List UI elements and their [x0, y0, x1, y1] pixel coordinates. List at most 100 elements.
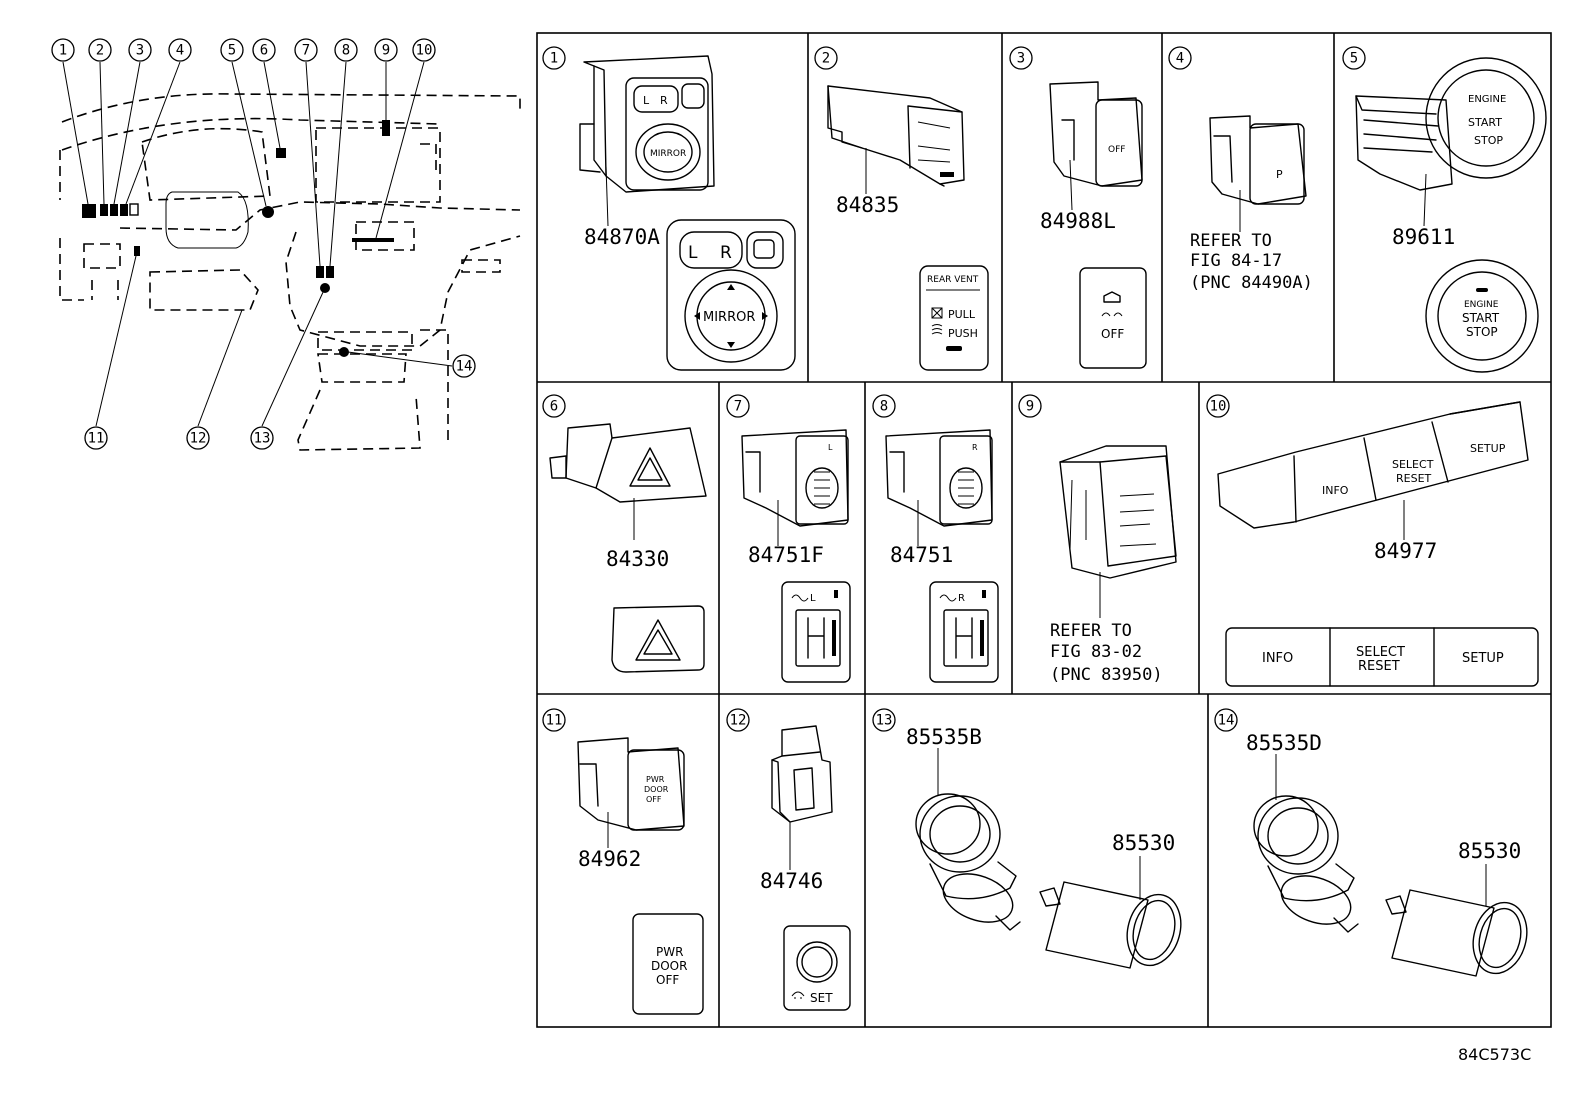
- panel-3-label-off: OFF: [1101, 327, 1124, 341]
- panel-10-mini-setup: SETUP: [1470, 442, 1506, 455]
- panel-index-5: 5: [1342, 46, 1366, 70]
- panel-11-mini-door: DOOR: [644, 785, 669, 794]
- overview-callout-12: 12: [186, 426, 210, 450]
- panel-2-label-pull: PULL: [948, 308, 976, 321]
- panel-1: L R MIRROR 84870A L R MIRROR: [579, 55, 796, 371]
- panel-11-mini-pwr: PWR: [646, 775, 665, 784]
- overview-callout-10: 10: [412, 38, 436, 62]
- panel-index-14: 14: [1214, 708, 1238, 732]
- panel-10-label-reset: RESET: [1358, 659, 1400, 674]
- panel-index-9-label: 9: [1026, 399, 1034, 415]
- panel-index-4-label: 4: [1176, 51, 1184, 67]
- overview-callout-1: 1: [51, 38, 75, 62]
- overview-callout-5: 5: [220, 38, 244, 62]
- panel-index-1-label: 1: [550, 51, 558, 67]
- panel-index-10-label: 10: [1210, 399, 1227, 415]
- overview-callout-11: 11: [84, 426, 108, 450]
- diagram-code: 84C573C: [1458, 1045, 1531, 1064]
- panel-5-label-engine: ENGINE: [1464, 300, 1499, 310]
- panel-index-9: 9: [1018, 394, 1042, 418]
- part-number-84835: 84835: [836, 193, 899, 217]
- panel-index-13: 13: [872, 708, 896, 732]
- part-number-84751: 84751: [890, 543, 953, 567]
- panel-12: 84746 SET: [760, 725, 851, 1011]
- panel-1-mini-l: L: [643, 94, 650, 107]
- panel-index-12-label: 12: [730, 713, 747, 729]
- overview-callout-7-label: 7: [302, 43, 310, 59]
- panel-index-2: 2: [814, 46, 838, 70]
- panel-index-4: 4: [1168, 46, 1192, 70]
- part-number-84962: 84962: [578, 847, 641, 871]
- panel-index-11: 11: [542, 708, 566, 732]
- part-number-84988L: 84988L: [1040, 209, 1116, 233]
- overview-callout-9: 9: [374, 38, 398, 62]
- panel-10-mini-select: SELECT: [1392, 458, 1434, 471]
- panel-7-label-side: L: [810, 593, 816, 604]
- part-number-84330: 84330: [606, 547, 669, 571]
- panel-6: 84330: [549, 423, 707, 673]
- panel-5-mini-engine: ENGINE: [1468, 94, 1506, 105]
- panel-index-2-label: 2: [822, 51, 830, 67]
- panel-5-mini-stop: STOP: [1474, 134, 1503, 147]
- part-number-84977: 84977: [1374, 539, 1437, 563]
- panel-11-label-pwr: PWR: [656, 945, 683, 959]
- panel-index-6: 6: [542, 394, 566, 418]
- panel-4-refer-line-1: REFER TO: [1190, 231, 1272, 251]
- panel-1-label-l: L: [688, 243, 698, 263]
- panel-4-mini-label: P: [1276, 168, 1283, 181]
- panel-9-refer-line-1: REFER TO: [1050, 621, 1132, 641]
- overview-callout-13: 13: [250, 426, 274, 450]
- panel-11-mini-off: OFF: [646, 795, 662, 804]
- panel-11: PWR DOOR OFF 84962 PWR DOOR OFF: [577, 737, 704, 1015]
- panel-1-label-mirror: MIRROR: [703, 310, 755, 325]
- overview-callout-7: 7: [294, 38, 318, 62]
- overview-callout-3: 3: [128, 38, 152, 62]
- panel-index-8: 8: [872, 394, 896, 418]
- panel-index-1: 1: [542, 46, 566, 70]
- part-number-85535D: 85535D: [1246, 731, 1322, 755]
- panel-10: INFO SELECT RESET SETUP 84977 INFO SELEC…: [1217, 401, 1539, 687]
- panel-index-14-label: 14: [1218, 713, 1235, 729]
- panel-2: 84835 REAR VENT PULL PUSH: [827, 85, 989, 371]
- overview-callout-5-label: 5: [228, 43, 236, 59]
- panel-index-5-label: 5: [1350, 51, 1358, 67]
- overview-callout-14-label: 14: [456, 359, 473, 375]
- overview-callout-4: 4: [168, 38, 192, 62]
- part-number-84746: 84746: [760, 869, 823, 893]
- panel-11-label-door: DOOR: [651, 959, 687, 973]
- overview-callout-11-label: 11: [88, 431, 105, 447]
- panel-index-3-label: 3: [1017, 51, 1025, 67]
- overview-callout-4-label: 4: [176, 43, 184, 59]
- panel-10-label-setup: SETUP: [1462, 651, 1504, 666]
- panel-10-label-info: INFO: [1262, 651, 1293, 666]
- part-number-84751F: 84751F: [748, 543, 824, 567]
- overview-callout-9-label: 9: [382, 43, 390, 59]
- panel-index-7-label: 7: [734, 399, 742, 415]
- panel-index-6-label: 6: [550, 399, 558, 415]
- part-number-85530-b: 85530: [1458, 839, 1521, 863]
- part-number-85530-a: 85530: [1112, 831, 1175, 855]
- overview-callout-6: 6: [252, 38, 276, 62]
- panel-index-7: 7: [726, 394, 750, 418]
- panel-index-13-label: 13: [876, 713, 893, 729]
- panel-5-label-start: START: [1462, 311, 1500, 325]
- panel-4-refer-line-2: FIG 84-17: [1190, 251, 1282, 271]
- panel-9-refer-line-2: FIG 83-02: [1050, 642, 1142, 662]
- overview-callout-2-label: 2: [96, 43, 104, 59]
- panel-7: L 84751F L: [741, 429, 851, 683]
- panel-13: 85535B 85530: [906, 725, 1182, 969]
- panel-index-8-label: 8: [880, 399, 888, 415]
- panel-index-12: 12: [726, 708, 750, 732]
- panel-7-mini-side: L: [828, 443, 833, 452]
- overview-callout-8: 8: [334, 38, 358, 62]
- panel-3-mini-off: OFF: [1108, 145, 1125, 155]
- panel-10-label-select: SELECT: [1356, 645, 1405, 660]
- panel-10-mini-info: INFO: [1322, 484, 1349, 497]
- overview-callout-13-label: 13: [254, 431, 271, 447]
- panel-1-label-r: R: [720, 243, 732, 263]
- panel-index-11-label: 11: [546, 713, 563, 729]
